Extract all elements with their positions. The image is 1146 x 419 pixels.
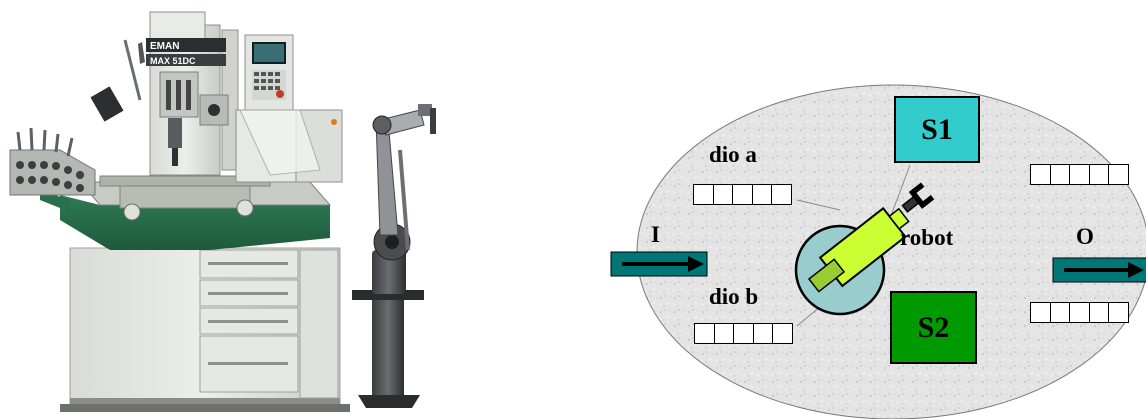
station-s2: S2 [890,291,977,364]
milling-machine-photo: EMAN MAX 51DC [9,11,436,412]
buffer-dio-a [693,184,792,205]
buffer-output-top [1030,164,1129,185]
label-input: I [651,222,660,247]
input-arrow [610,251,708,277]
station-s1: S1 [894,96,980,163]
buffer-output-bottom [1030,302,1129,323]
label-dio-a: dio a [709,142,757,167]
buffer-dio-b [694,323,793,344]
label-dio-b: dio b [709,284,759,309]
spindle-column: EMAN MAX 51DC [146,11,239,176]
model-text: MAX 51DC [150,56,196,66]
robot-symbol [794,206,910,316]
brand-text: EMAN [150,41,179,52]
label-robot: robot [900,225,954,250]
gripper-icon [901,182,935,213]
tool-holder-rack [9,127,96,196]
output-arrow [1052,257,1146,283]
label-output: O [1076,224,1094,249]
robot-arm-photo [352,104,436,408]
machine-cabinet [60,247,350,412]
